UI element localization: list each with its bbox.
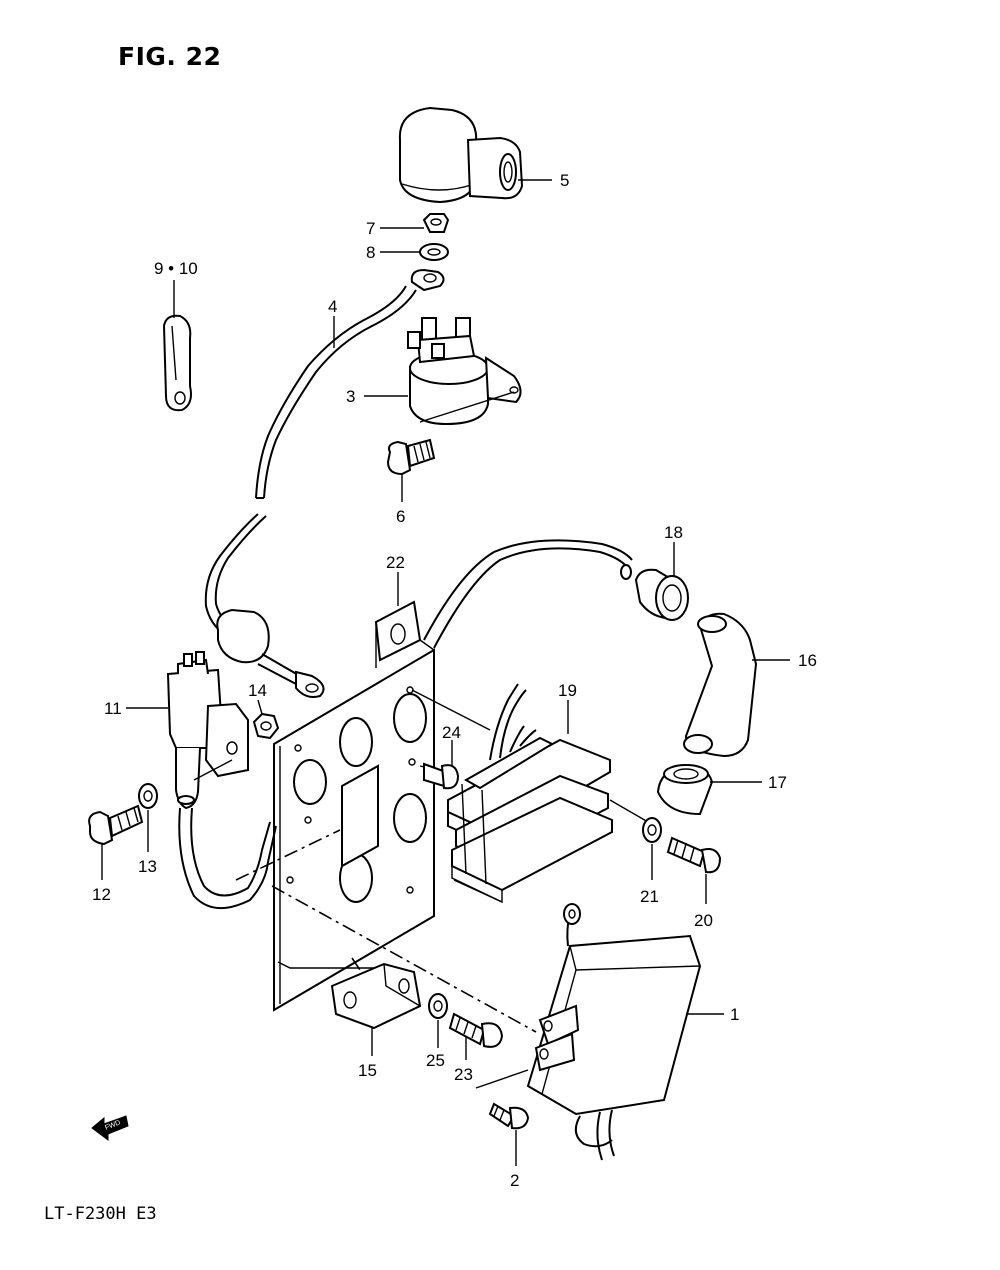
- coil-mount-line: [193, 759, 233, 781]
- figure-title: FIG. 22: [118, 42, 222, 71]
- callout-9-10: 9 • 10: [154, 259, 198, 278]
- callout-16: 16: [798, 651, 817, 670]
- callout-2: 2: [510, 1171, 519, 1190]
- callout-3: 3: [346, 387, 355, 406]
- forward-arrow-icon: FWD: [91, 1115, 129, 1141]
- model-code: LT-F230H E3: [44, 1204, 157, 1224]
- callout-5: 5: [560, 171, 569, 190]
- plate-bolt: [419, 762, 460, 790]
- reg-washer: [642, 817, 662, 843]
- cdi-bracket: [330, 962, 422, 1030]
- nut: [422, 213, 450, 233]
- assembly-line-b: [271, 885, 537, 1033]
- callout-12: 12: [92, 885, 111, 904]
- wire-clamp: [162, 314, 192, 412]
- bracket-bolt: [448, 1012, 504, 1048]
- callout-1: 1: [730, 1005, 739, 1024]
- coil-bolt: [88, 804, 144, 846]
- assembly-line-c: [351, 957, 381, 1001]
- callout-6: 6: [396, 507, 405, 526]
- assembly-line-a: [235, 829, 341, 881]
- lead-wire: [204, 268, 445, 698]
- callout-11: 11: [104, 699, 122, 718]
- reg-mount-line-a: [411, 689, 491, 731]
- callout-4: 4: [328, 297, 337, 316]
- mounting-plate: [273, 600, 435, 1012]
- callout-24: 24: [442, 723, 461, 742]
- callout-7: 7: [366, 219, 375, 238]
- callout-15: 15: [358, 1061, 377, 1080]
- relay-mount-line: [419, 391, 515, 423]
- reg-bolt: [666, 836, 722, 874]
- callout-22: 22: [386, 553, 405, 572]
- harness-tube: [423, 539, 633, 649]
- callout-17: 17: [768, 773, 787, 792]
- callout-13: 13: [138, 857, 157, 876]
- callout-20: 20: [694, 911, 713, 930]
- reg-mount-line-b: [609, 799, 649, 823]
- starter-relay: [407, 317, 522, 426]
- grommet: [634, 568, 689, 621]
- ignition-coil: [166, 651, 277, 910]
- callout-18: 18: [664, 523, 683, 542]
- callout-23: 23: [454, 1065, 473, 1084]
- bracket-washer: [428, 993, 448, 1019]
- regulator-rectifier: [447, 683, 613, 904]
- spark-plug-cap: [683, 612, 758, 758]
- cdi-screw: [488, 1102, 530, 1130]
- callout-8: 8: [366, 243, 375, 262]
- cdi-unit: [526, 903, 702, 1161]
- plug-cap-seal: [656, 764, 714, 816]
- coil-nut: [252, 712, 280, 740]
- relay-cap: [398, 106, 524, 204]
- callout-14: 14: [248, 681, 267, 700]
- leader-14: [257, 699, 263, 715]
- callout-19: 19: [558, 681, 577, 700]
- coil-washer: [138, 783, 158, 809]
- relay-bolt: [386, 438, 436, 476]
- cdi-mount-line: [475, 1069, 529, 1089]
- callout-21: 21: [640, 887, 659, 906]
- washer: [419, 243, 449, 261]
- callout-25: 25: [426, 1051, 445, 1070]
